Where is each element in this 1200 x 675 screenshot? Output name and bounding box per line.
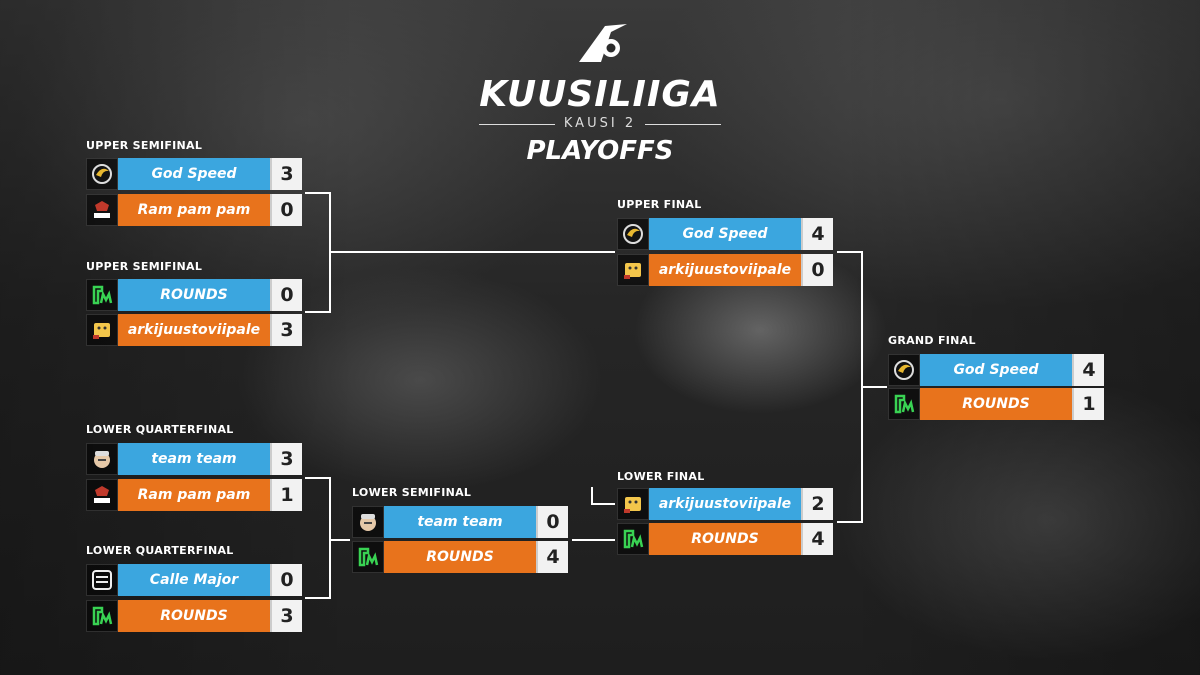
team-name: ROUNDS — [920, 388, 1072, 420]
team-name: arkijuustoviipale — [649, 488, 801, 520]
team-name: Ram pam pam — [118, 194, 270, 226]
team-score: 0 — [536, 506, 568, 538]
match-row[interactable]: team team 3 — [86, 443, 302, 475]
team-score: 1 — [270, 479, 302, 511]
team-score: 3 — [270, 600, 302, 632]
match-label-lower-semifinal: LOWER SEMIFINAL — [352, 486, 472, 499]
match-row[interactable]: God Speed 4 — [617, 218, 833, 250]
match-row[interactable]: arkijuustoviipale 3 — [86, 314, 302, 346]
rounds-logo-icon — [617, 523, 649, 555]
team-name: ROUNDS — [118, 279, 270, 311]
team-score: 4 — [536, 541, 568, 573]
team-score: 0 — [270, 194, 302, 226]
team-name: ROUNDS — [649, 523, 801, 555]
arkijuusto-logo-icon — [617, 254, 649, 286]
match-row[interactable]: ROUNDS 4 — [617, 523, 833, 555]
match-label-lower-quarterfinal-2: LOWER QUARTERFINAL — [86, 544, 234, 557]
team-score: 3 — [270, 314, 302, 346]
team-score: 4 — [801, 218, 833, 250]
team-score: 1 — [1072, 388, 1104, 420]
team-name: Calle Major — [118, 564, 270, 596]
bracket-line — [305, 192, 331, 313]
team-score: 4 — [1072, 354, 1104, 386]
match-label-upper-semifinal-2: UPPER SEMIFINAL — [86, 260, 203, 273]
team-name: ROUNDS — [118, 600, 270, 632]
match-label-upper-final: UPPER FINAL — [617, 198, 702, 211]
league-title: KUUSILIIGA — [479, 74, 721, 115]
rounds-logo-icon — [352, 541, 384, 573]
team-score: 0 — [270, 564, 302, 596]
team-score: 3 — [270, 158, 302, 190]
match-row[interactable]: team team 0 — [352, 506, 568, 538]
match-label-lower-final: LOWER FINAL — [617, 470, 705, 483]
match-row[interactable]: ROUNDS 1 — [888, 388, 1104, 420]
rounds-logo-icon — [86, 600, 118, 632]
playoffs-title: PLAYOFFS — [526, 136, 674, 166]
match-row[interactable]: ROUNDS 4 — [352, 541, 568, 573]
match-row[interactable]: Ram pam pam 0 — [86, 194, 302, 226]
team-name: arkijuustoviipale — [118, 314, 270, 346]
callemajor-logo-icon — [86, 564, 118, 596]
bracket-line — [591, 487, 615, 505]
season-rule-right — [645, 124, 721, 125]
arkijuusto-logo-icon — [617, 488, 649, 520]
team-score: 2 — [801, 488, 833, 520]
match-label-lower-quarterfinal-1: LOWER QUARTERFINAL — [86, 423, 234, 436]
kuusiliiga-logo-icon — [579, 24, 627, 62]
rounds-logo-icon — [888, 388, 920, 420]
team-name: team team — [384, 506, 536, 538]
season-label: KAUSI 2 — [563, 116, 637, 131]
team-name: God Speed — [118, 158, 270, 190]
teamteam-logo-icon — [352, 506, 384, 538]
teamteam-logo-icon — [86, 443, 118, 475]
season-rule-left — [479, 124, 555, 125]
team-name: God Speed — [920, 354, 1072, 386]
team-score: 0 — [270, 279, 302, 311]
team-score: 0 — [801, 254, 833, 286]
godspeed-logo-icon — [86, 158, 118, 190]
match-row[interactable]: arkijuustoviipale 0 — [617, 254, 833, 286]
rampampam-logo-icon — [86, 479, 118, 511]
arkijuusto-logo-icon — [86, 314, 118, 346]
match-row[interactable]: Calle Major 0 — [86, 564, 302, 596]
team-name: arkijuustoviipale — [649, 254, 801, 286]
bracket-line — [837, 251, 863, 523]
match-row[interactable]: arkijuustoviipale 2 — [617, 488, 833, 520]
rounds-logo-icon — [86, 279, 118, 311]
rampampam-logo-icon — [86, 194, 118, 226]
match-row[interactable]: ROUNDS 0 — [86, 279, 302, 311]
team-name: ROUNDS — [384, 541, 536, 573]
match-label-upper-semifinal-1: UPPER SEMIFINAL — [86, 139, 203, 152]
team-score: 4 — [801, 523, 833, 555]
bracket-line — [305, 477, 331, 599]
match-row[interactable]: ROUNDS 3 — [86, 600, 302, 632]
team-score: 3 — [270, 443, 302, 475]
godspeed-logo-icon — [888, 354, 920, 386]
godspeed-logo-icon — [617, 218, 649, 250]
match-row[interactable]: God Speed 4 — [888, 354, 1104, 386]
team-name: team team — [118, 443, 270, 475]
match-row[interactable]: Ram pam pam 1 — [86, 479, 302, 511]
match-row[interactable]: God Speed 3 — [86, 158, 302, 190]
team-name: God Speed — [649, 218, 801, 250]
team-name: Ram pam pam — [118, 479, 270, 511]
match-label-grand-final: GRAND FINAL — [888, 334, 976, 347]
